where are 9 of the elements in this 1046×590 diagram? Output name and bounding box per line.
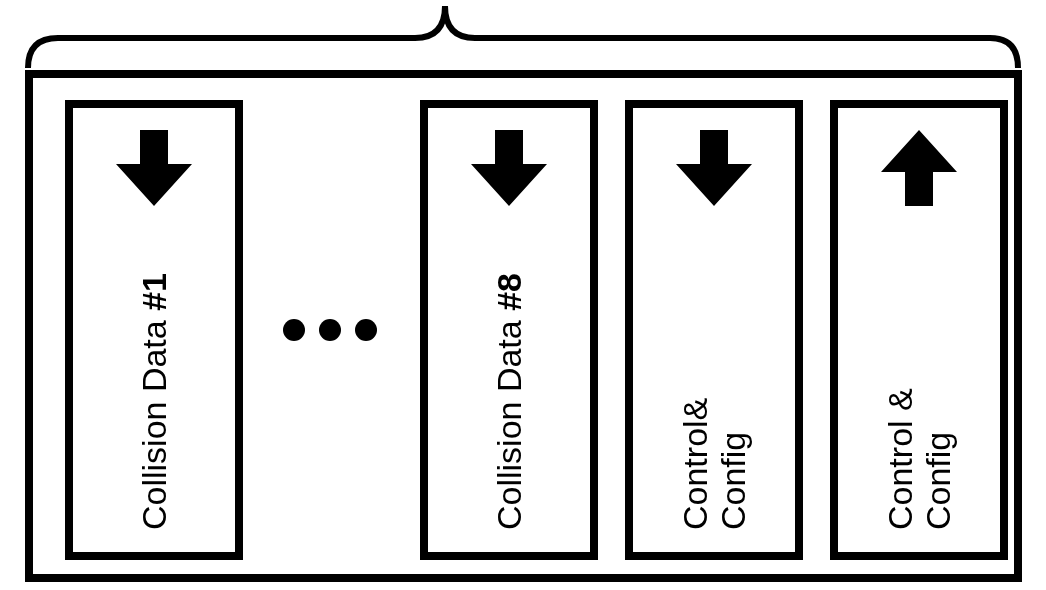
channel-label: Collision Data #8 xyxy=(490,272,528,530)
channel-box xyxy=(420,100,598,560)
channel-box xyxy=(625,100,803,560)
channel-box xyxy=(830,100,1008,560)
frame-box xyxy=(25,70,1022,582)
channel-label: Control& Config xyxy=(676,396,752,530)
channel-box xyxy=(65,100,243,560)
channel-label: Collision Data #1 xyxy=(135,272,173,530)
channel-label: Control & Config xyxy=(881,387,957,530)
